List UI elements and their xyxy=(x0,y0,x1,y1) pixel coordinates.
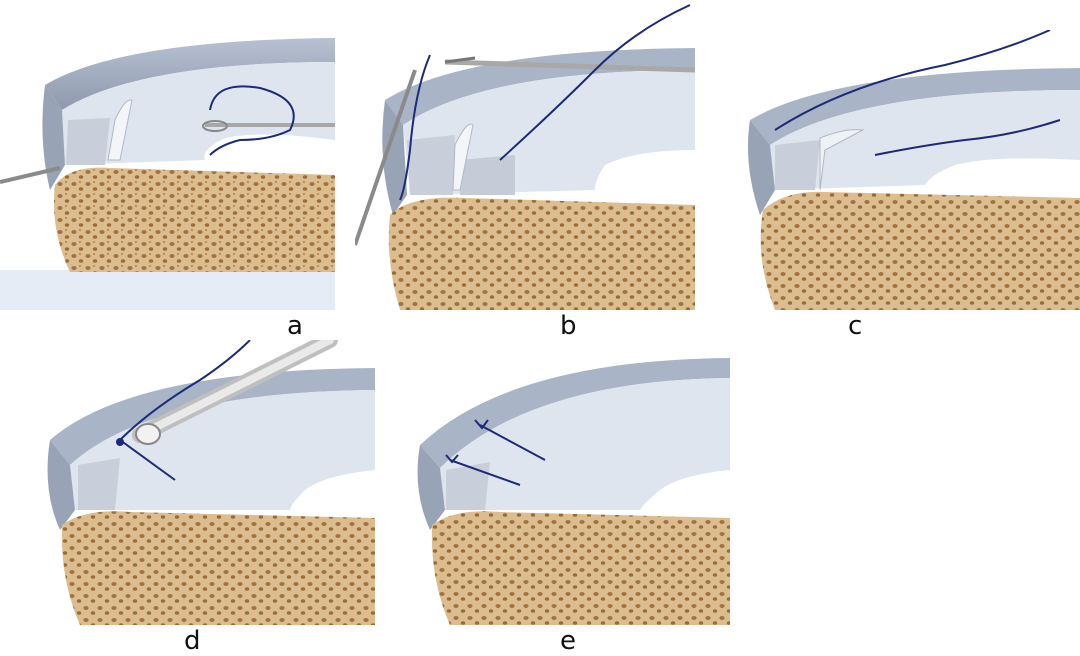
panel-label-d: d xyxy=(184,626,201,656)
panel-label-c: c xyxy=(848,311,863,341)
panel-b xyxy=(355,0,695,310)
panel-d xyxy=(40,340,375,625)
panel-label-e: e xyxy=(560,626,576,656)
panel-label-a: a xyxy=(287,311,303,341)
meniscus-illustration-d xyxy=(47,340,375,625)
meniscus-illustration-e xyxy=(417,358,730,625)
meniscus-illustration-b xyxy=(355,4,695,310)
panel-c xyxy=(695,30,1080,310)
panel-e xyxy=(410,350,730,625)
panel-a xyxy=(0,0,335,310)
meniscus-illustration-c xyxy=(747,30,1080,310)
meniscus-illustration-a xyxy=(0,38,335,310)
panel-label-b: b xyxy=(560,311,577,341)
